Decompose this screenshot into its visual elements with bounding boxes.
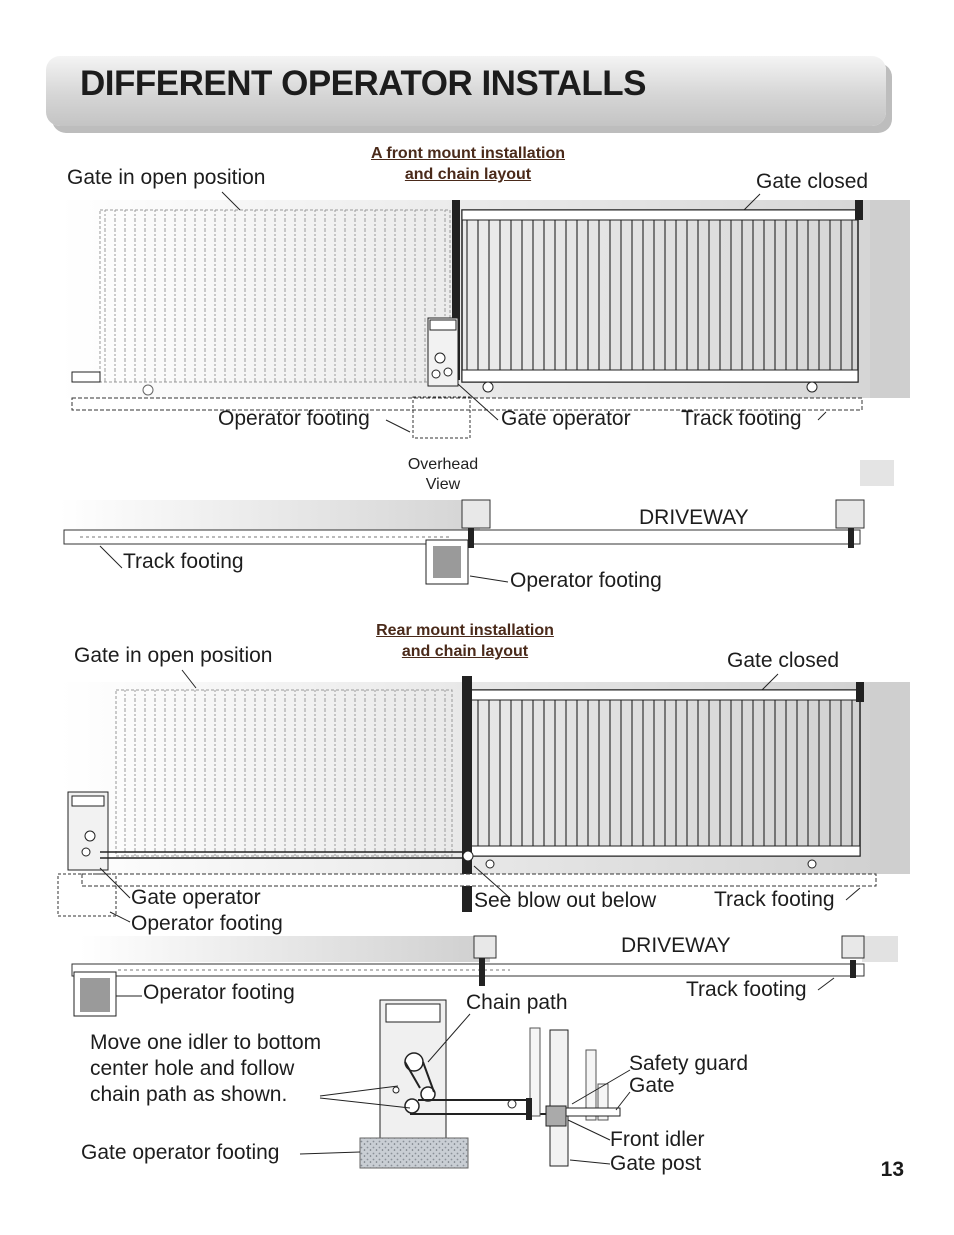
instruction-line2: center hole and follow — [90, 1057, 295, 1080]
instruction-line3: chain path as shown. — [90, 1083, 288, 1106]
front-caption-line2: and chain layout — [404, 166, 532, 183]
front-caption: A front mount installation and chain lay… — [350, 143, 586, 185]
front-idler-label: Front idler — [610, 1128, 705, 1151]
front-gate-open-label: Gate in open position — [67, 166, 266, 189]
rear-gate-operator-label: Gate operator — [131, 886, 261, 909]
rear-caption: Rear mount installation and chain layout — [350, 620, 580, 662]
front-gate-closed-label: Gate closed — [756, 170, 869, 193]
page-number: 13 — [880, 1158, 904, 1181]
front-gate-operator-label: Gate operator — [501, 407, 631, 430]
front-elevation — [60, 191, 910, 439]
front-driveway-label: DRIVEWAY — [639, 506, 749, 529]
overhead-view-label: Overhead View — [393, 455, 493, 495]
rear-operator-footing-label: Operator footing — [131, 912, 283, 935]
idler-instruction: Move one idler to bottom center hole and… — [90, 1030, 321, 1108]
gate-operator-footing-label: Gate operator footing — [81, 1141, 280, 1164]
page-title: DIFFERENT OPERATOR INSTALLS — [80, 64, 646, 103]
front-overhead — [60, 460, 894, 585]
rear-caption-line1: Rear mount installation — [376, 622, 554, 639]
rear-elevation — [57, 669, 910, 923]
instruction-line1: Move one idler to bottom — [90, 1031, 322, 1054]
front-track-footing-label: Track footing — [681, 407, 802, 430]
rear-gate-open-label: Gate in open position — [74, 644, 273, 667]
gate-label: Gate — [629, 1074, 675, 1097]
rear-gate-closed-label: Gate closed — [727, 649, 840, 672]
rear-driveway-label: DRIVEWAY — [621, 934, 731, 957]
front-operator-footing-overhead-label: Operator footing — [510, 569, 662, 592]
blowout-detail — [299, 999, 631, 1169]
see-blow-out-label: See blow out below — [474, 889, 657, 912]
rear-caption-line2: and chain layout — [401, 643, 529, 660]
front-operator-footing-label: Operator footing — [218, 407, 370, 430]
rear-track-footing-overhead-label: Track footing — [686, 978, 807, 1001]
rear-operator-footing-overhead-label: Operator footing — [143, 981, 295, 1004]
front-caption-line1: A front mount installation — [370, 145, 566, 162]
gate-post-label: Gate post — [610, 1152, 702, 1175]
rear-track-footing-label: Track footing — [714, 888, 835, 911]
rear-overhead — [71, 935, 898, 1017]
overhead-line1: Overhead — [407, 456, 479, 473]
safety-guard-label: Safety guard — [629, 1052, 749, 1075]
front-track-footing-overhead-label: Track footing — [123, 550, 244, 573]
header-banner — [46, 56, 886, 126]
chain-path-label: Chain path — [466, 991, 568, 1014]
overhead-line2: View — [425, 476, 461, 493]
